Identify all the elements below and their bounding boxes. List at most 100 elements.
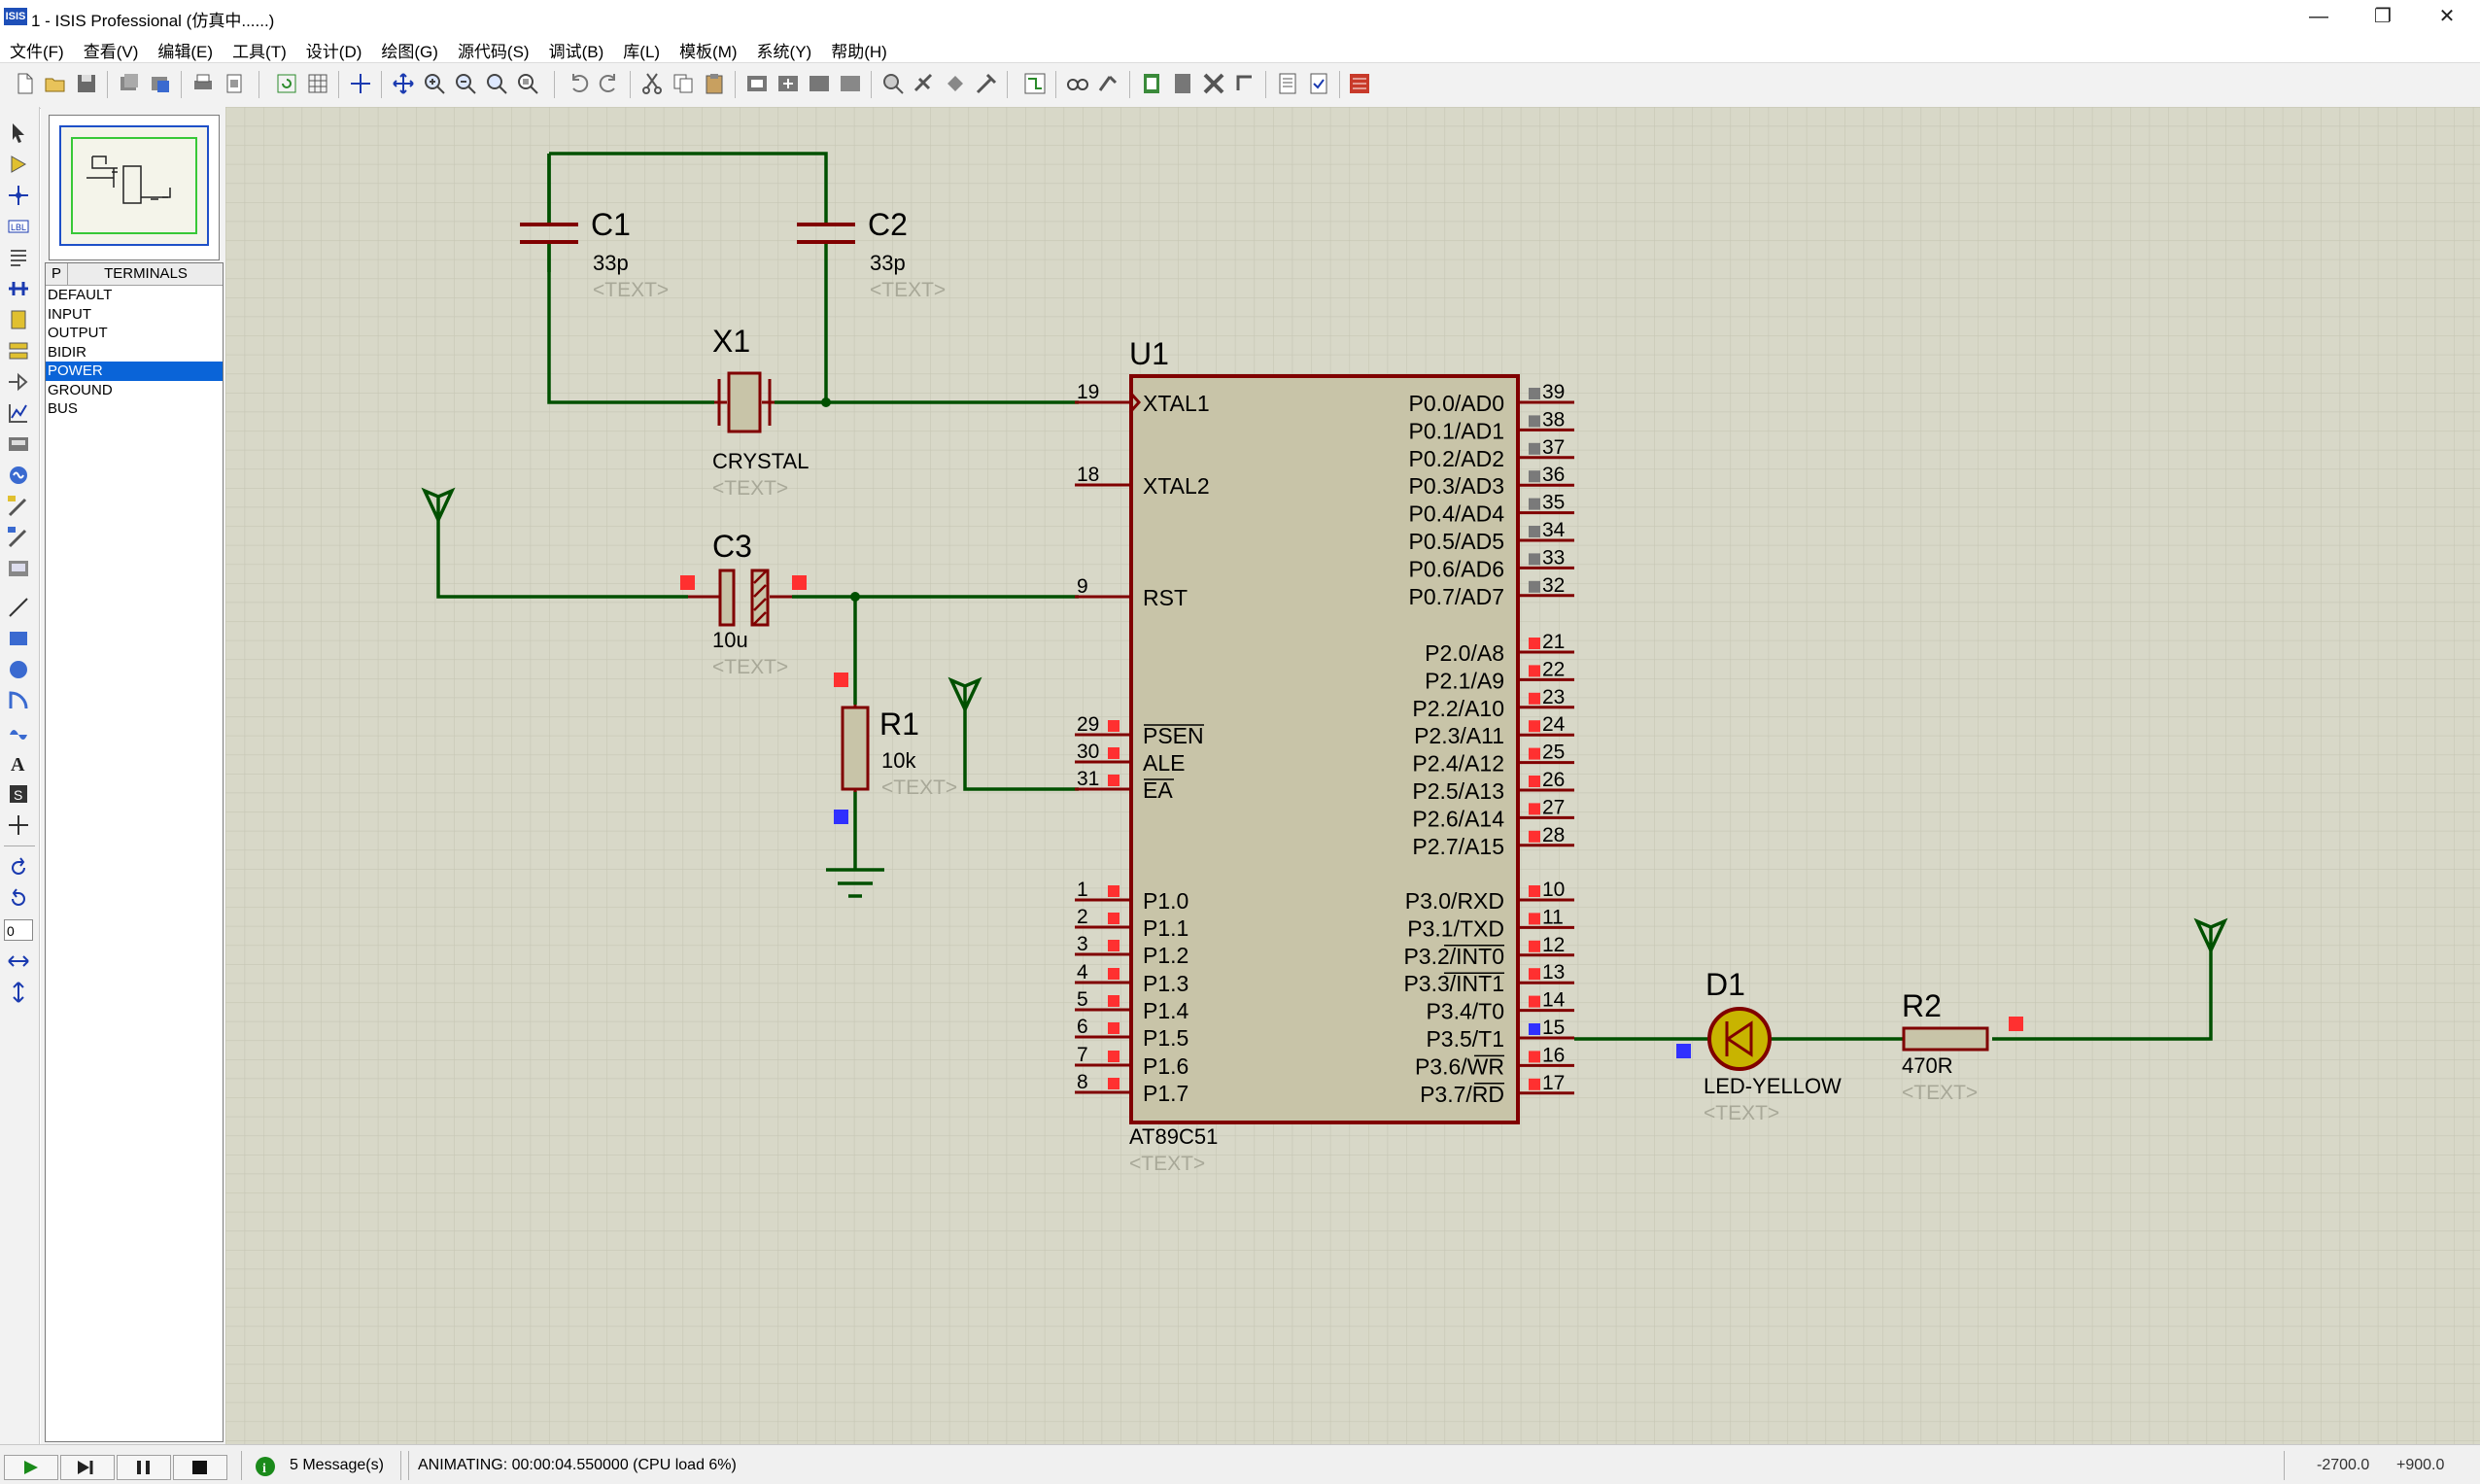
- refresh-icon[interactable]: [274, 71, 299, 96]
- path-tool-icon[interactable]: [6, 719, 31, 744]
- make-device-icon[interactable]: [912, 71, 937, 96]
- wire-autorouter-icon[interactable]: [1022, 71, 1048, 96]
- block-move-icon[interactable]: [775, 71, 801, 96]
- component-mode-icon[interactable]: [6, 152, 31, 177]
- rotate-clockwise-icon[interactable]: [6, 855, 31, 880]
- overview-window[interactable]: [49, 115, 220, 260]
- block-copy-icon[interactable]: [744, 71, 770, 96]
- device-pins-icon[interactable]: [6, 369, 31, 395]
- grid-icon[interactable]: [305, 71, 330, 96]
- text-tool-icon[interactable]: A: [6, 750, 31, 776]
- mirror-vertical-icon[interactable]: [6, 980, 31, 1005]
- marker-tool-icon[interactable]: [6, 812, 31, 838]
- zoom-out-icon[interactable]: [453, 71, 478, 96]
- new-file-icon[interactable]: [12, 71, 37, 96]
- pick-device-icon[interactable]: [880, 71, 906, 96]
- decompose-icon[interactable]: [974, 71, 999, 96]
- pan-icon[interactable]: [391, 71, 416, 96]
- resistor-r2[interactable]: [1902, 1017, 2023, 1052]
- line-tool-icon[interactable]: [6, 595, 31, 620]
- capacitor-c3[interactable]: [680, 569, 807, 627]
- undo-icon[interactable]: [566, 71, 591, 96]
- print-icon[interactable]: [190, 71, 216, 96]
- mirror-horizontal-icon[interactable]: [6, 949, 31, 974]
- exit-to-parent-icon[interactable]: [1201, 71, 1226, 96]
- menu-source[interactable]: 源代码(S): [457, 43, 530, 61]
- electrical-rule-check-icon[interactable]: [1306, 71, 1331, 96]
- property-assignment-icon[interactable]: [1096, 71, 1121, 96]
- terminals-mode-icon[interactable]: [6, 338, 31, 363]
- power-terminal-1[interactable]: [421, 487, 456, 525]
- origin-icon[interactable]: [348, 71, 373, 96]
- led-d1[interactable]: [1676, 1007, 1772, 1071]
- subcircuit-icon[interactable]: [6, 307, 31, 332]
- menu-design[interactable]: 设计(D): [305, 43, 362, 61]
- restore-button[interactable]: ❐: [2374, 6, 2392, 27]
- menu-library[interactable]: 库(L): [623, 43, 661, 61]
- copy-icon[interactable]: [671, 71, 696, 96]
- virtual-instrument-icon[interactable]: [6, 556, 31, 581]
- text-script-icon[interactable]: [6, 245, 31, 270]
- terminal-item-bidir[interactable]: BIDIR: [48, 343, 87, 361]
- circle-tool-icon[interactable]: [6, 657, 31, 682]
- menu-edit[interactable]: 编辑(E): [157, 43, 214, 61]
- paste-icon[interactable]: [702, 71, 727, 96]
- new-sheet-icon[interactable]: [1139, 71, 1164, 96]
- resistor-r1[interactable]: [834, 673, 870, 824]
- tape-recorder-icon[interactable]: [6, 431, 31, 457]
- zoom-all-icon[interactable]: [484, 71, 509, 96]
- menu-template[interactable]: 模板(M): [679, 43, 738, 61]
- rotate-anticlockwise-icon[interactable]: [6, 886, 31, 912]
- microcontroller-u1[interactable]: [1129, 374, 1520, 1124]
- search-tag-icon[interactable]: [1065, 71, 1090, 96]
- terminal-item-input[interactable]: INPUT: [48, 305, 91, 323]
- menu-view[interactable]: 查看(V): [83, 43, 139, 61]
- remove-sheet-icon[interactable]: [1170, 71, 1195, 96]
- selection-mode-icon[interactable]: [6, 121, 31, 146]
- arc-tool-icon[interactable]: [6, 688, 31, 713]
- pick-devices-button[interactable]: P: [46, 263, 68, 285]
- menu-debug[interactable]: 调试(B): [548, 43, 604, 61]
- ground-terminal[interactable]: [826, 868, 884, 898]
- capacitor-c1[interactable]: [520, 154, 578, 272]
- menu-tools[interactable]: 工具(T): [232, 43, 287, 61]
- block-delete-icon[interactable]: [838, 71, 863, 96]
- crystal-x1[interactable]: [714, 371, 775, 433]
- block-rotate-icon[interactable]: [807, 71, 832, 96]
- step-button[interactable]: [60, 1455, 115, 1480]
- open-folder-icon[interactable]: [43, 71, 68, 96]
- terminal-item-output[interactable]: OUTPUT: [48, 325, 108, 341]
- print-area-icon[interactable]: [222, 71, 247, 96]
- pause-button[interactable]: [117, 1455, 171, 1480]
- menu-system[interactable]: 系统(Y): [756, 43, 812, 61]
- zoom-to-child-icon[interactable]: [1232, 71, 1257, 96]
